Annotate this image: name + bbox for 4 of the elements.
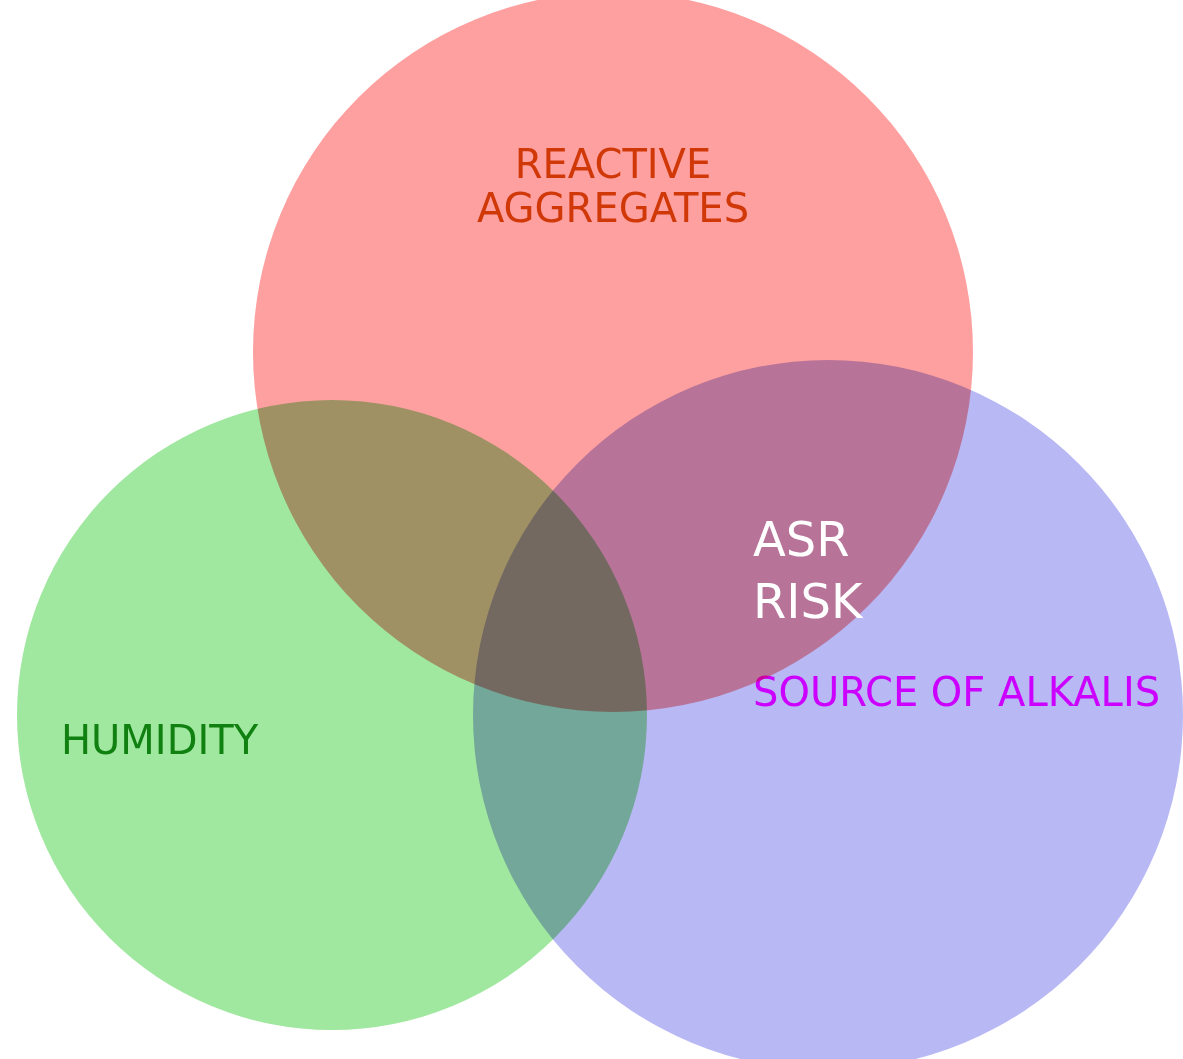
set-label: HUMIDITY [61, 718, 259, 762]
center-label: ASR RISK [753, 510, 864, 631]
set-label: SOURCE OF ALKALIS [753, 670, 1161, 714]
set-label: REACTIVE AGGREGATES [475, 142, 751, 230]
